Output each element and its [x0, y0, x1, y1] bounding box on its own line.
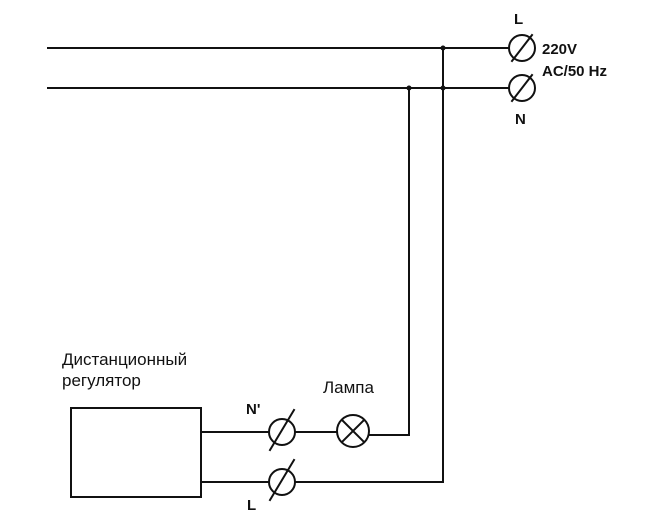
junction-dot [406, 85, 412, 91]
voltage-label: 220V [542, 41, 578, 58]
frequency-label: AC/50 Hz [542, 63, 608, 80]
lamp-label: Лампа [323, 378, 374, 397]
phase-out-label: L [247, 497, 257, 514]
lamp-icon [336, 414, 370, 448]
terminal-icon [268, 408, 296, 452]
regulator-label-line1: Дистанционный [62, 350, 188, 369]
regulator-label-line2: регулятор [62, 371, 141, 390]
phase-label-top: L [514, 11, 524, 28]
junction-dot [440, 45, 446, 51]
neutral-out-label: N' [246, 401, 261, 418]
junction-dot [440, 85, 446, 91]
terminal-icon [508, 73, 536, 103]
terminal-icon [268, 458, 296, 502]
terminal-icon [508, 33, 536, 63]
regulator-box [70, 407, 202, 498]
neutral-label-top: N [515, 111, 526, 128]
